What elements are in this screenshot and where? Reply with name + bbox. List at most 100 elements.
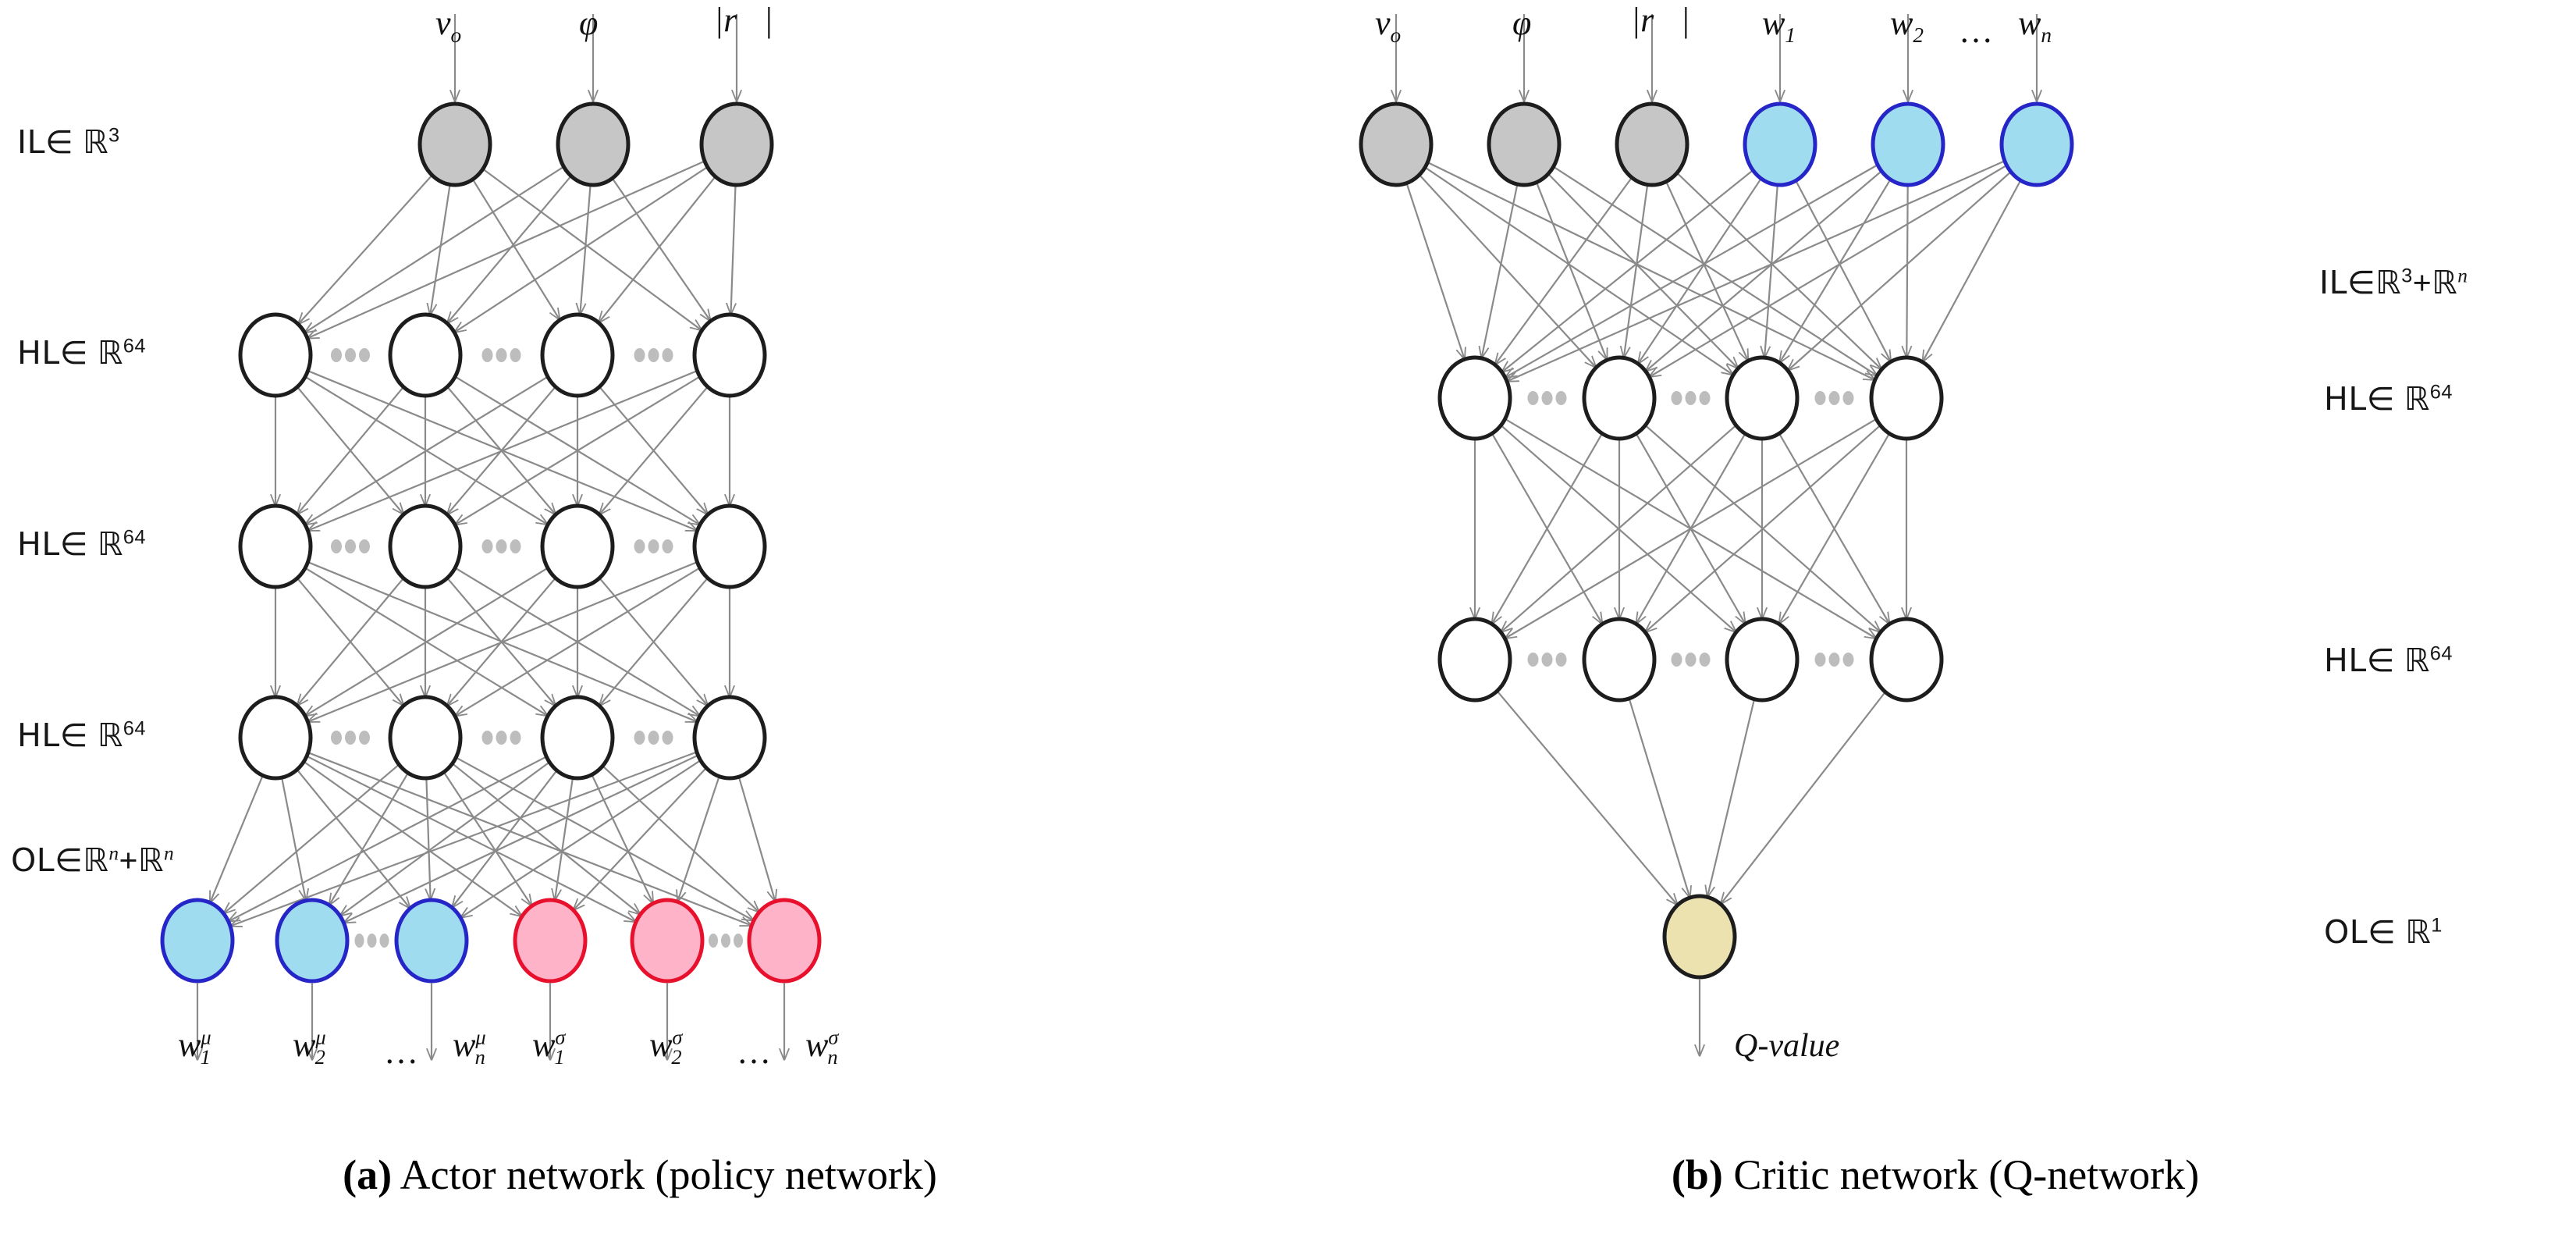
caption-critic: (b) Critic network (Q-network)	[1295, 1151, 2575, 1199]
critic-node-input-4[interactable]	[1743, 101, 1817, 187]
critic-node-hidden2-1[interactable]	[1437, 617, 1512, 703]
critic-ellipsis-dot	[1814, 391, 1826, 405]
edge-line	[1495, 688, 1677, 904]
critic-ellipsis-dot	[1842, 391, 1854, 405]
critic-node-hidden2-2[interactable]	[1582, 617, 1657, 703]
edge-line	[426, 776, 430, 899]
critic-node-hidden1-2[interactable]	[1582, 355, 1657, 441]
actor-node-hidden2-1[interactable]	[238, 503, 313, 589]
actor-node-output-2[interactable]	[275, 898, 350, 984]
actor-ellipsis-dot	[359, 348, 370, 362]
edge-line	[1779, 431, 1892, 623]
actor-node-output-4[interactable]	[513, 898, 588, 984]
actor-ellipsis-dot	[496, 731, 507, 745]
edge-line	[280, 775, 306, 900]
actor-node-hidden2-2[interactable]	[388, 503, 463, 589]
critic-node-hidden1-3[interactable]	[1725, 355, 1800, 441]
actor-ellipsis-dot	[331, 539, 342, 553]
critic-node-hidden2-4[interactable]	[1869, 617, 1944, 703]
critic-node-hidden2-3[interactable]	[1725, 617, 1800, 703]
critic-node-input-1[interactable]	[1359, 101, 1434, 187]
edge-line	[1923, 178, 2023, 361]
actor-ellipsis-dot	[481, 348, 493, 362]
critic-node-input-3[interactable]	[1615, 101, 1690, 187]
caption-actor: (a) Actor network (policy network)	[0, 1151, 1280, 1199]
critic-node-input-6[interactable]	[1999, 101, 2074, 187]
actor-ellipsis-dot	[345, 348, 356, 362]
actor-ellipsis-dot	[359, 539, 370, 553]
actor-ellipsis-dot	[496, 348, 507, 362]
edge-line	[1764, 183, 1779, 357]
critic-ellipsis-dot	[1828, 391, 1840, 405]
edge-line	[1624, 182, 1649, 357]
actor-node-hidden2-4[interactable]	[692, 503, 767, 589]
critic-input-label-w1: w1	[1762, 4, 1796, 47]
edge-line	[1639, 176, 1764, 364]
critic-layer-label-hl1: HL∈ ℝ64	[2324, 380, 2453, 418]
edge-line	[1423, 165, 1732, 375]
edge-line	[678, 774, 721, 901]
edge-line	[306, 375, 550, 524]
actor-input-label-phi: φ	[579, 4, 599, 42]
actor-output-ellipsis-dot	[379, 934, 389, 948]
critic-ellipsis-dot	[1527, 391, 1539, 405]
edge-line	[1794, 178, 1890, 361]
actor-node-hidden1-3[interactable]	[540, 312, 615, 398]
actor-node-hidden1-2[interactable]	[388, 312, 463, 398]
critic-node-hidden1-1[interactable]	[1437, 355, 1512, 441]
actor-output-ellipsis-dot	[709, 934, 718, 948]
edge-line	[600, 384, 710, 514]
edge-line	[329, 770, 410, 905]
actor-node-output-3[interactable]	[394, 898, 469, 984]
actor-ellipsis-dot	[510, 731, 521, 745]
actor-node-hidden1-4[interactable]	[692, 312, 767, 398]
actor-node-hidden1-1[interactable]	[238, 312, 313, 398]
actor-layer-label-hl1: HL∈ ℝ64	[17, 334, 147, 372]
critic-input-label-r: |r⃗|	[1631, 1, 1690, 39]
actor-node-hidden3-3[interactable]	[540, 695, 615, 781]
actor-node-output-5[interactable]	[630, 898, 705, 984]
actor-ellipsis-dot	[331, 348, 342, 362]
edge-line	[1707, 696, 1756, 896]
ellipsis-group	[331, 348, 1854, 948]
actor-node-input-2[interactable]	[556, 101, 631, 187]
edge-line	[1627, 696, 1690, 897]
edge-line	[599, 174, 718, 322]
actor-node-hidden3-4[interactable]	[692, 695, 767, 781]
actor-node-hidden2-3[interactable]	[540, 503, 615, 589]
edge-line	[731, 183, 736, 314]
edge-line	[1508, 159, 2007, 381]
actor-ellipsis-dot	[648, 539, 659, 553]
critic-node-input-2[interactable]	[1487, 101, 1562, 187]
actor-output-label-wnsigma: wσn	[805, 1025, 839, 1069]
edge-line	[304, 754, 635, 922]
critic-node-hidden1-4[interactable]	[1869, 355, 1944, 441]
edge-line	[590, 772, 652, 902]
actor-node-input-3[interactable]	[699, 101, 774, 187]
actor-node-hidden3-2[interactable]	[388, 695, 463, 781]
critic-node-output-1[interactable]	[1662, 894, 1737, 980]
edge-line	[1502, 168, 1755, 372]
actor-node-input-1[interactable]	[417, 101, 492, 187]
edge-line	[308, 560, 700, 721]
edge-line	[455, 165, 710, 333]
actor-node-hidden3-1[interactable]	[238, 695, 313, 781]
actor-ellipsis-dot	[634, 731, 645, 745]
edge-line	[610, 176, 710, 321]
actor-node-output-6[interactable]	[747, 898, 822, 984]
edge-line	[1495, 175, 1634, 365]
edge-line	[555, 775, 574, 899]
critic-ellipsis-dot	[1671, 391, 1682, 405]
edge-line	[481, 167, 702, 330]
critic-output-label-qvalue: Q-value	[1734, 1028, 1840, 1064]
critic-node-input-5[interactable]	[1871, 101, 1945, 187]
io-arrows-group	[197, 14, 2037, 1059]
critic-layer-label-hl2: HL∈ ℝ64	[2324, 642, 2453, 679]
actor-node-output-1[interactable]	[160, 898, 235, 984]
critic-ellipsis-dot	[1541, 653, 1553, 667]
edge-line	[297, 385, 406, 514]
edge-line	[224, 763, 401, 913]
edge-line	[597, 575, 708, 706]
actor-ellipsis-dot	[481, 731, 493, 745]
edge-line	[1417, 173, 1596, 367]
